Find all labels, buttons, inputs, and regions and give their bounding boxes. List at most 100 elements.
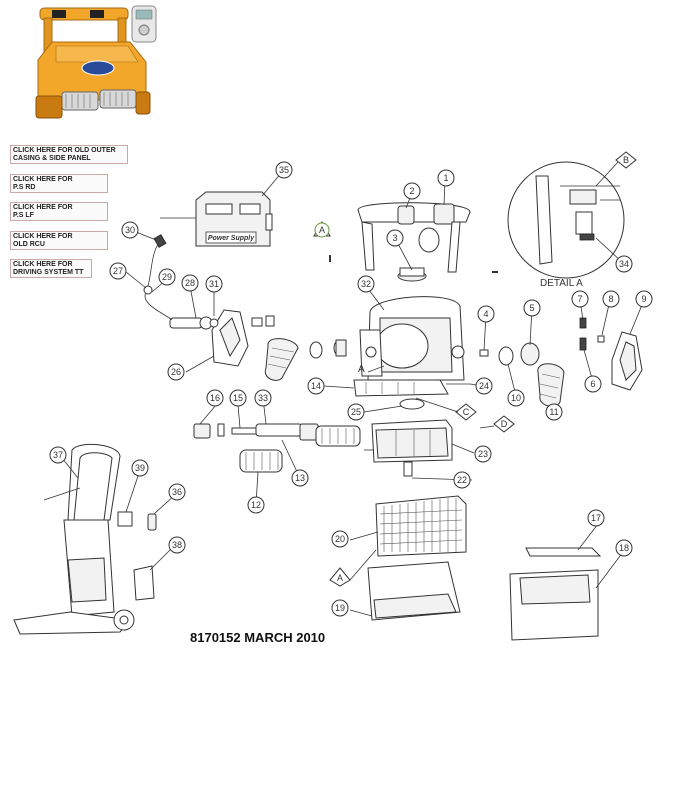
letter-tag-b: B (615, 151, 637, 169)
callout-11: 11 (545, 403, 563, 421)
power-supply-label: Power Supply (208, 235, 255, 242)
link-old-rcu[interactable]: CLICK HERE FOR OLD RCU (10, 231, 108, 250)
letter-tag-c: C (455, 403, 477, 421)
right-drive-parts (479, 317, 643, 407)
callout-9: 9 (635, 290, 653, 308)
callout-29: 29 (158, 268, 176, 286)
callout-6: 6 (584, 375, 602, 393)
link-driving-system-tt[interactable]: CLICK HERE FOR DRIVING SYSTEM TT (10, 259, 92, 278)
callout-14: 14 (307, 377, 325, 395)
callout-31: 31 (205, 275, 223, 293)
svg-text:28: 28 (185, 278, 195, 288)
svg-text:18: 18 (619, 543, 629, 553)
cart-small-parts (117, 511, 157, 601)
callout-23: 23 (474, 445, 492, 463)
svg-text:26: 26 (171, 367, 181, 377)
svg-text:9: 9 (641, 294, 646, 304)
caddy-cart (13, 443, 135, 635)
svg-text:13: 13 (295, 473, 305, 483)
svg-text:30: 30 (125, 225, 135, 235)
svg-text:A: A (337, 573, 343, 583)
link-ps-lf[interactable]: CLICK HERE FOR P.S LF (10, 202, 108, 221)
callout-1: 1 (437, 169, 455, 187)
svg-text:11: 11 (549, 407, 558, 417)
svg-text:12: 12 (251, 500, 261, 510)
svg-text:5: 5 (529, 303, 534, 313)
svg-text:29: 29 (162, 272, 172, 282)
callout-4: 4 (477, 305, 495, 323)
svg-text:22: 22 (457, 475, 467, 485)
callout-28: 28 (181, 274, 199, 292)
callout-18: 18 (615, 539, 633, 557)
svg-text:25: 25 (351, 407, 361, 417)
callout-35: 35 (275, 161, 293, 179)
svg-text:33: 33 (258, 393, 268, 403)
svg-text:6: 6 (590, 379, 595, 389)
letter-tag-a-basket: A (329, 567, 351, 587)
svg-text:A: A (319, 225, 325, 235)
svg-text:14: 14 (311, 381, 321, 391)
motor-unit (364, 419, 453, 477)
svg-text:20: 20 (335, 534, 345, 544)
callout-10: 10 (507, 389, 525, 407)
callout-8: 8 (602, 290, 620, 308)
callout-39: 39 (131, 459, 149, 477)
link-ps-rd[interactable]: CLICK HERE FOR P.S RD (10, 174, 108, 193)
callout-13: 13 (291, 469, 309, 487)
letter-tag-a-top: A (313, 220, 331, 238)
svg-text:1: 1 (443, 173, 448, 183)
callout-15: 15 (229, 389, 247, 407)
letter-tag-d: D (493, 415, 515, 433)
callout-33: 33 (254, 389, 272, 407)
svg-text:16: 16 (210, 393, 220, 403)
handle-assembly (329, 202, 498, 282)
svg-text:15: 15 (233, 393, 243, 403)
product-photo (35, 5, 157, 119)
cable-assembly (143, 234, 173, 321)
filter-frame (353, 379, 470, 410)
svg-text:31: 31 (209, 279, 219, 289)
svg-text:10: 10 (511, 393, 521, 403)
svg-text:39: 39 (135, 463, 145, 473)
svg-text:17: 17 (591, 513, 601, 523)
callout-32: 32 (357, 275, 375, 293)
svg-text:36: 36 (172, 487, 182, 497)
callout-7: 7 (571, 290, 589, 308)
callout-22: 22 (453, 471, 471, 489)
callout-2: 2 (403, 182, 421, 200)
svg-text:2: 2 (409, 186, 414, 196)
power-supply: Power Supply (160, 191, 273, 247)
callout-5: 5 (523, 299, 541, 317)
svg-text:D: D (501, 419, 508, 429)
callout-17: 17 (587, 509, 605, 527)
callout-16: 16 (206, 389, 224, 407)
callout-20: 20 (331, 530, 349, 548)
svg-text:4: 4 (483, 309, 488, 319)
callout-27: 27 (109, 262, 127, 280)
svg-text:32: 32 (361, 279, 371, 289)
svg-text:27: 27 (113, 266, 123, 276)
svg-text:B: B (623, 155, 629, 165)
svg-text:37: 37 (53, 450, 63, 460)
pulley-set-middle (309, 339, 347, 359)
callout-12: 12 (247, 496, 265, 514)
callout-38: 38 (168, 536, 186, 554)
svg-text:35: 35 (279, 165, 289, 175)
document-code: 8170152 MARCH 2010 (190, 630, 326, 645)
svg-text:8: 8 (608, 294, 613, 304)
detail-a-view: DETAIL A (507, 161, 625, 289)
svg-text:A: A (358, 364, 365, 375)
bottom-tray (367, 561, 461, 621)
callout-30: 30 (121, 221, 139, 239)
svg-text:34: 34 (619, 259, 629, 269)
callout-37: 37 (49, 446, 67, 464)
callout-3: 3 (386, 229, 404, 247)
detail-a-label: DETAIL A (540, 278, 583, 289)
svg-text:7: 7 (577, 294, 582, 304)
callout-24: 24 (475, 377, 493, 395)
main-body-housing (359, 296, 465, 381)
svg-text:3: 3 (392, 233, 397, 243)
link-old-outer-casing[interactable]: CLICK HERE FOR OLD OUTER CASING & SIDE P… (10, 145, 128, 164)
callout-36: 36 (168, 483, 186, 501)
